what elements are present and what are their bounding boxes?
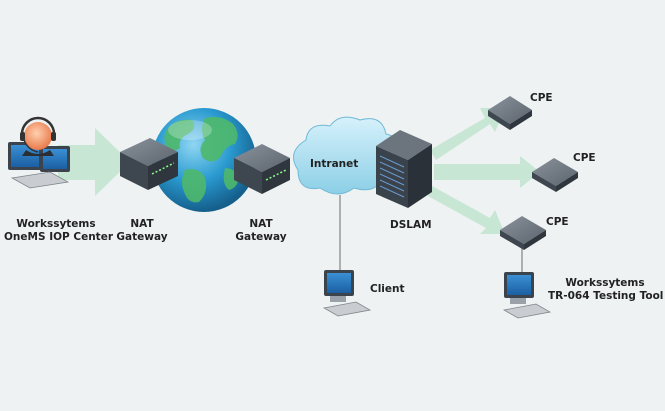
nat-right-label-line1: NAT	[249, 218, 273, 230]
tester-label: Workssytems TR-064 Testing Tool	[548, 277, 664, 303]
operator-workstation-icon	[8, 116, 70, 189]
tester-label-line2: TR-064 Testing Tool	[548, 290, 664, 302]
testing-tool-computer-icon	[502, 272, 552, 319]
arrow-dslam-to-cpe-mid	[434, 156, 540, 188]
nat-left-label-line2: Gateway	[116, 231, 168, 243]
cpe-device-bottom-icon	[500, 216, 546, 250]
tester-label-line1: Workssytems	[565, 277, 645, 289]
operator-label-line1: Workssytems	[16, 218, 96, 230]
dslam-icon	[376, 130, 432, 208]
cpe-device-middle-icon	[532, 158, 578, 192]
arrow-dslam-to-cpe-bottom	[428, 186, 505, 234]
cpe-label-bottom: CPE	[546, 216, 569, 228]
nat-right-label: NAT Gateway	[233, 218, 289, 244]
client-computer-icon	[322, 270, 372, 317]
nat-left-label-line1: NAT	[130, 218, 154, 230]
nat-right-label-line2: Gateway	[235, 231, 287, 243]
intranet-label: Intranet	[310, 158, 359, 170]
nat-gateway-left-icon	[120, 138, 178, 190]
cpe-label-middle: CPE	[573, 152, 596, 164]
cpe-label-top: CPE	[530, 92, 553, 104]
nat-gateway-right-icon	[234, 144, 290, 194]
dslam-label: DSLAM	[390, 219, 432, 231]
nat-left-label: NAT Gateway	[114, 218, 170, 244]
operator-label: Workssytems OneMS IOP Center	[4, 218, 113, 244]
internet-globe-icon	[152, 108, 256, 212]
arrow-operator-to-nat	[58, 128, 130, 196]
client-label: Client	[370, 283, 405, 295]
flow-arrows	[58, 108, 540, 234]
cpe-device-top-icon	[488, 96, 532, 130]
operator-label-line2: OneMS IOP Center	[4, 231, 113, 243]
arrow-dslam-to-cpe-top	[430, 108, 505, 160]
